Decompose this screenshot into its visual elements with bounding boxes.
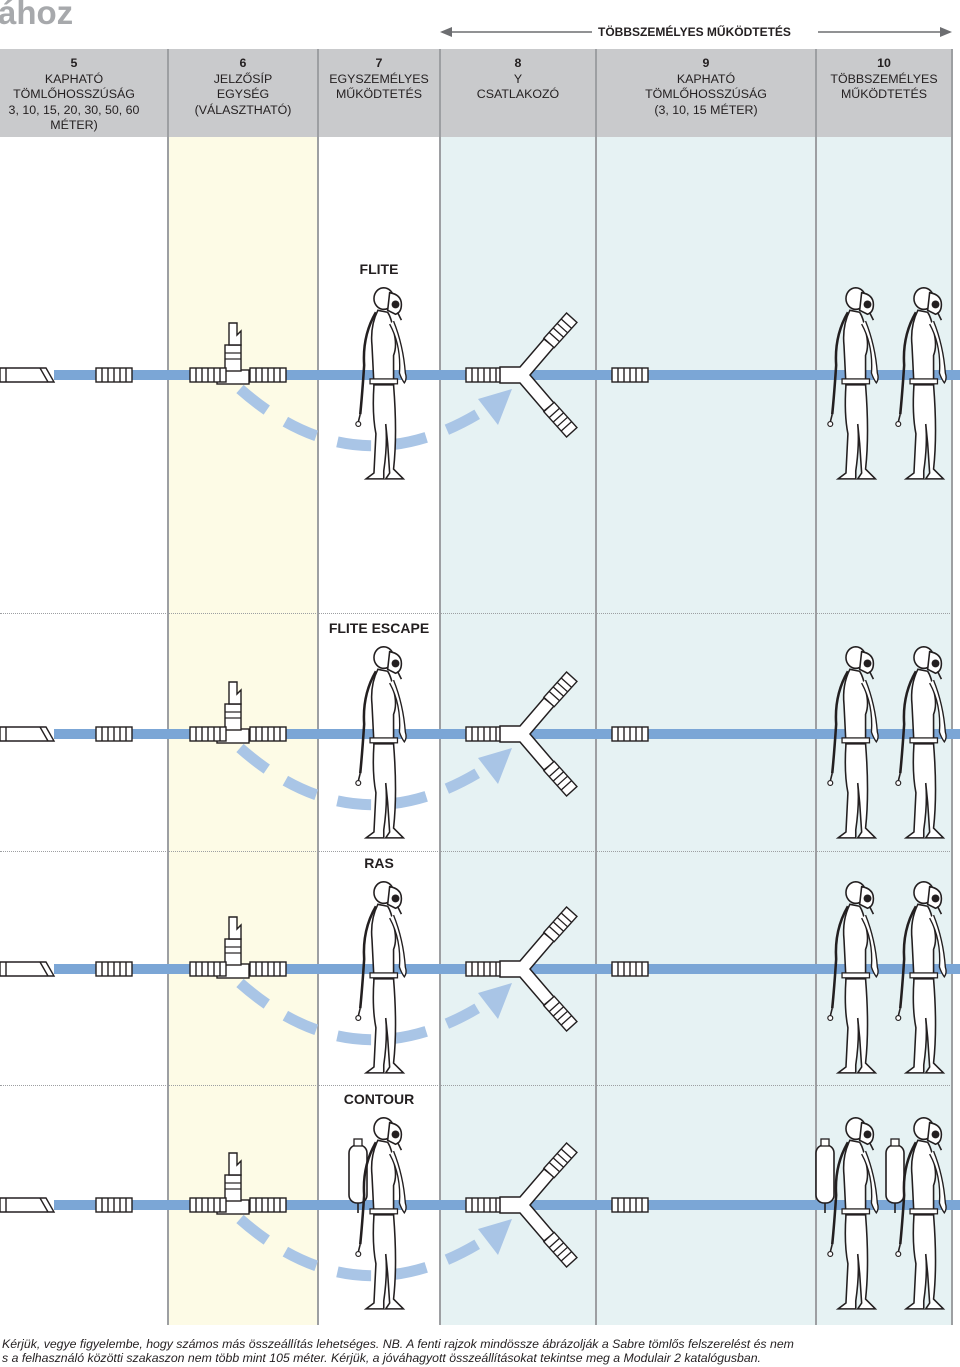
column-header-9: 9 KAPHATÓ TÖMLŐHOSSZÚSÁG (3, 10, 15 MÉTE…: [596, 49, 816, 137]
column-line: MŰKÖDTETÉS: [840, 87, 928, 101]
column-line: KAPHATÓ: [676, 71, 736, 86]
section-label-contour: CONTOUR: [343, 1091, 415, 1107]
column-line: EGYSZEMÉLYES: [329, 71, 429, 86]
transfer-arrow-head: [478, 389, 512, 425]
hose-fitting: [95, 367, 133, 383]
column-line: TÖMLŐHOSSZÚSÁG: [13, 87, 135, 101]
hose-fitting: [611, 961, 649, 977]
section-divider: [0, 851, 952, 852]
transfer-arrow-head: [478, 748, 512, 784]
column-number: 9: [702, 56, 710, 70]
hose-fitting: [95, 961, 133, 977]
column-line: EGYSÉG: [216, 87, 270, 101]
operator-figure: [826, 880, 880, 1075]
transfer-arrow-head: [478, 983, 512, 1019]
hose-fitting: [611, 726, 649, 742]
operator-figure: [826, 286, 880, 481]
hose-fitting: [611, 1197, 649, 1213]
column-number: 6: [239, 56, 247, 70]
column-number: 7: [375, 56, 383, 70]
section-label-ras: RAS: [364, 855, 394, 871]
column-header-5: 5 KAPHATÓ TÖMLŐHOSSZÚSÁG 3, 10, 15, 20, …: [0, 49, 164, 137]
hose-end: [0, 367, 55, 383]
hose-fitting: [611, 367, 649, 383]
column-line: JELZŐSÍP: [213, 71, 273, 86]
footnote-line-2: s a felhasználó közötti szakaszon nem tö…: [2, 1351, 761, 1365]
multi-operation-arrow-left: [440, 27, 592, 37]
hose-end: [0, 961, 55, 977]
column-header-10: 10 TÖBBSZEMÉLYES MŰKÖDTETÉS: [816, 49, 952, 137]
hose-fitting: [189, 726, 227, 742]
column-number: 10: [877, 56, 891, 70]
equipment-row: [0, 286, 960, 481]
hose-fitting: [249, 726, 287, 742]
transfer-arrow-head: [478, 1219, 512, 1255]
hose-fitting: [249, 961, 287, 977]
column-line: (VÁLASZTHATÓ): [194, 102, 292, 117]
operator-figure: [826, 1116, 880, 1311]
hose-fitting: [249, 367, 287, 383]
hose-fitting: [95, 1197, 133, 1213]
section-label-flite: FLITE: [359, 261, 399, 277]
multi-operation-span: [440, 27, 952, 37]
hose-fitting: [189, 1197, 227, 1213]
multi-operation-label: TÖBBSZEMÉLYES MŰKÖDTETÉS: [598, 25, 791, 39]
operator-figure: [894, 880, 948, 1075]
air-cylinder: [815, 1138, 835, 1214]
column-divider: [815, 49, 817, 1325]
column-line: MŰKÖDTETÉS: [335, 87, 423, 101]
column-line: (3, 10, 15 MÉTER): [654, 102, 758, 117]
hose-fitting: [465, 726, 503, 742]
column-divider: [439, 49, 441, 1325]
column-line: MÉTER): [50, 118, 98, 132]
column-line: TÖMLŐHOSSZÚSÁG: [645, 87, 767, 101]
page-title: ához: [0, 0, 74, 31]
column-line: Y: [513, 71, 523, 86]
transfer-arrow: [236, 384, 499, 452]
operator-figure: [894, 645, 948, 840]
column-header-6: 6 JELZŐSÍP EGYSÉG (VÁLASZTHATÓ): [168, 49, 318, 137]
hose-fitting: [465, 367, 503, 383]
column-line: KAPHATÓ: [44, 71, 104, 86]
column-line: TÖBBSZEMÉLYES: [830, 71, 938, 86]
hose-fitting: [189, 367, 227, 383]
section-label-flite-escape: FLITE ESCAPE: [328, 620, 430, 636]
hose-fitting: [95, 726, 133, 742]
hose-fitting: [249, 1197, 287, 1213]
transfer-arrow: [236, 743, 499, 811]
hose-end: [0, 1197, 55, 1213]
column-number: 5: [70, 56, 78, 70]
section-divider: [0, 613, 952, 614]
multi-operation-arrow-right: [818, 27, 952, 37]
hose-end: [0, 726, 55, 742]
equipment-row: [0, 645, 960, 840]
header-row: [0, 49, 952, 137]
column-number: 8: [514, 56, 522, 70]
transfer-arrow: [236, 978, 499, 1046]
air-cylinder: [885, 1138, 905, 1214]
column-divider: [595, 49, 597, 1325]
operator-figure: [894, 1116, 948, 1311]
column-divider: [167, 49, 169, 1325]
column-divider: [317, 49, 319, 1325]
equipment-row: [0, 1116, 960, 1311]
hose-fitting: [465, 1197, 503, 1213]
operator-figure: [826, 645, 880, 840]
hose-fitting: [189, 961, 227, 977]
operator-figure: [894, 286, 948, 481]
column-header-7: 7 EGYSZEMÉLYES MŰKÖDTETÉS: [318, 49, 440, 137]
transfer-arrow: [236, 1214, 499, 1282]
column-line: CSATLAKOZÓ: [476, 87, 560, 101]
column-line: 3, 10, 15, 20, 30, 50, 60: [8, 102, 140, 117]
column-divider: [951, 49, 953, 1325]
section-divider: [0, 1085, 952, 1086]
hose-fitting: [465, 961, 503, 977]
equipment-row: [0, 880, 960, 1075]
footnote-line-1: Kérjük, vegye figyelembe, hogy számos má…: [2, 1337, 794, 1351]
column-header-8: 8 Y CSATLAKOZÓ: [440, 49, 596, 137]
